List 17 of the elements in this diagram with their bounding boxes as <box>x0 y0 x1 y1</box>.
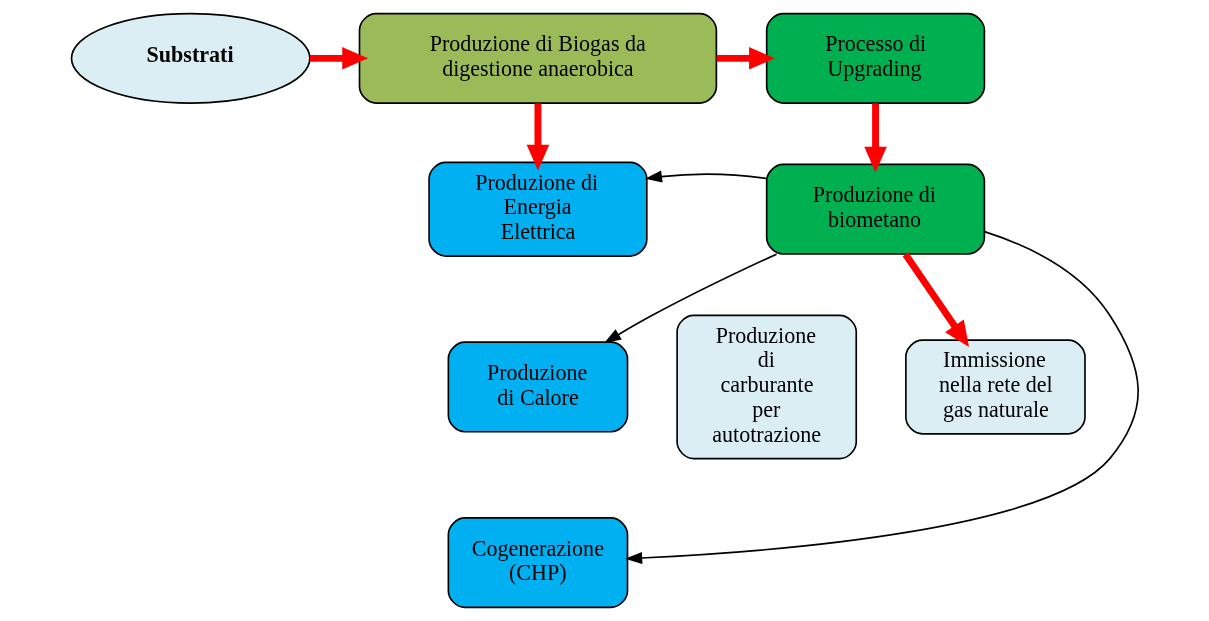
node-box: Produzione di biometano <box>765 163 985 255</box>
arrow <box>624 230 1139 564</box>
node-ellipse: Substrati <box>70 12 311 104</box>
node-box: Immissione nella rete del gas naturale <box>904 339 1086 435</box>
arrow <box>603 253 777 344</box>
node-box: Processo di Upgrading <box>765 12 985 104</box>
node-box: Produzione di carburante per autotrazione <box>675 314 857 460</box>
arrow <box>526 103 549 171</box>
arrow <box>902 252 969 348</box>
arrow <box>863 103 887 173</box>
node-box: Produzione di Biogas da digestione anaerobica <box>358 12 717 104</box>
arrow <box>309 47 368 70</box>
node-box: Produzione di Energia Elettrica <box>427 161 648 257</box>
arrow <box>644 170 767 183</box>
arrow <box>716 47 775 70</box>
node-box: Produzione di Calore <box>447 341 628 433</box>
node-box: Cogenerazione (CHP) <box>447 517 628 609</box>
